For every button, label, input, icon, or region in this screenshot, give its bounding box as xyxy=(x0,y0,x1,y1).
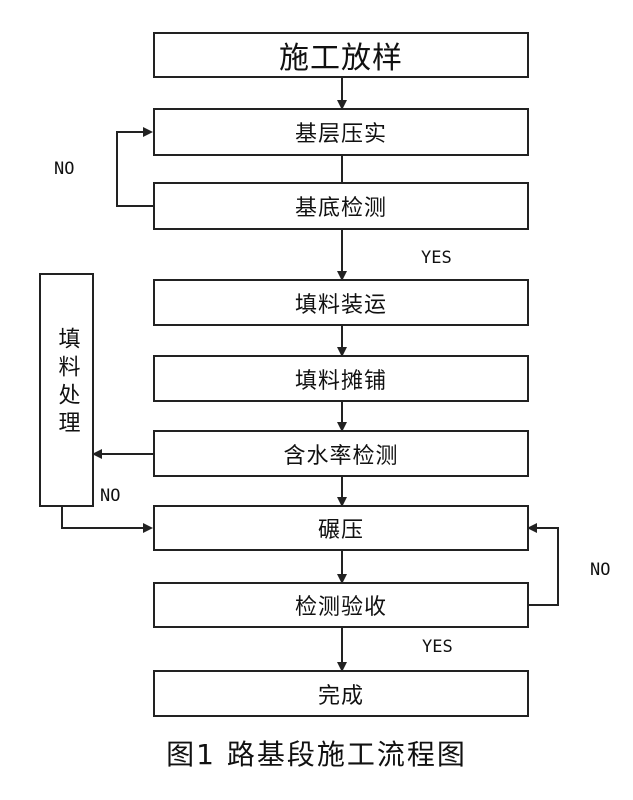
step-base-check: 基底检测 xyxy=(153,182,529,230)
label-no-moisture: NO xyxy=(100,486,121,506)
side-step-label: 填料处理 xyxy=(54,327,80,439)
side-step-fill-treatment: 填料处理 xyxy=(39,273,94,507)
label-no-inspection: NO xyxy=(590,560,611,580)
step-fill-load: 填料装运 xyxy=(153,279,529,326)
step-compact-base: 基层压实 xyxy=(153,108,529,156)
arrow-treatment-to-rolling xyxy=(61,506,153,533)
step-inspection: 检测验收 xyxy=(153,582,529,628)
step-done: 完成 xyxy=(153,670,529,717)
step-moisture-check: 含水率检测 xyxy=(153,430,529,477)
label-yes-base: YES xyxy=(421,248,452,268)
figure-caption: 图1 路基段施工流程图 xyxy=(166,738,467,771)
loop-base-no xyxy=(116,127,153,207)
label-no-base: NO xyxy=(54,159,75,179)
step-layout: 施工放样 xyxy=(153,32,529,78)
loop-inspection-no xyxy=(527,523,559,606)
step-fill-spread: 填料摊铺 xyxy=(153,355,529,402)
step-rolling: 碾压 xyxy=(153,505,529,551)
label-yes-inspection: YES xyxy=(422,637,453,657)
